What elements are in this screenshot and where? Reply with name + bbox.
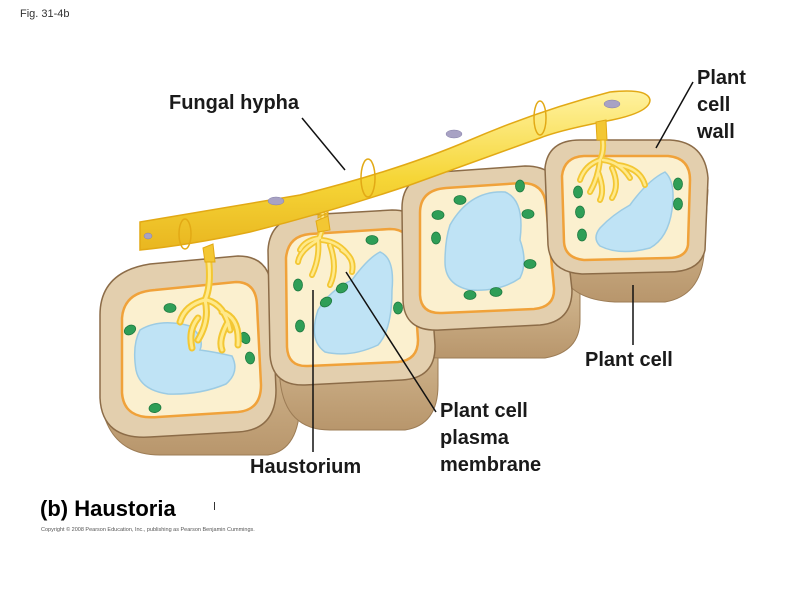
label-plant-cell-wall-line-1: Plant: [697, 67, 746, 89]
copyright-text: Copyright © 2008 Pearson Education, Inc.…: [41, 527, 255, 533]
label-plasma-membrane: Plant cell plasma membrane: [440, 398, 541, 479]
plant-cell-2: [267, 207, 436, 386]
chloroplasts-3: [431, 179, 537, 300]
chloroplasts-2: [293, 235, 403, 333]
label-plasma-membrane-line-2: plasma: [440, 427, 509, 449]
label-plant-cell-wall-line-2: cell: [697, 94, 731, 116]
label-haustorium: Haustorium: [250, 456, 362, 478]
figure-id: Fig. 31-4b: [20, 8, 70, 20]
label-plant-cell-wall-line-3: wall: [697, 121, 735, 143]
chloroplasts-1: [123, 303, 255, 413]
vacuole-3: [444, 191, 525, 291]
chloroplasts-4: [573, 177, 683, 242]
label-fungal-hypha: Fungal hypha: [169, 92, 299, 114]
label-plant-cell: Plant cell: [585, 349, 673, 371]
label-plant-cell-wall: Plant cell wall: [697, 65, 746, 146]
leader-plant-cell-wall: [655, 81, 694, 149]
fungal-hypha: [139, 90, 651, 263]
plant-cell-1: [99, 251, 277, 438]
hypha-nuclei: [143, 99, 621, 240]
leader-lines: [301, 81, 694, 452]
plant-cell-4: [544, 132, 709, 275]
figure-caption: (b) Haustoria: [40, 496, 176, 521]
label-plasma-membrane-line-3: membrane: [440, 454, 542, 476]
plant-cell-3: [401, 165, 573, 331]
caption-tick: [214, 502, 215, 510]
leader-fungal-hypha: [301, 117, 346, 171]
label-plasma-membrane-line-1: Plant cell: [440, 400, 528, 422]
vacuole-4: [595, 171, 674, 253]
leader-plasma-membrane: [345, 271, 437, 413]
